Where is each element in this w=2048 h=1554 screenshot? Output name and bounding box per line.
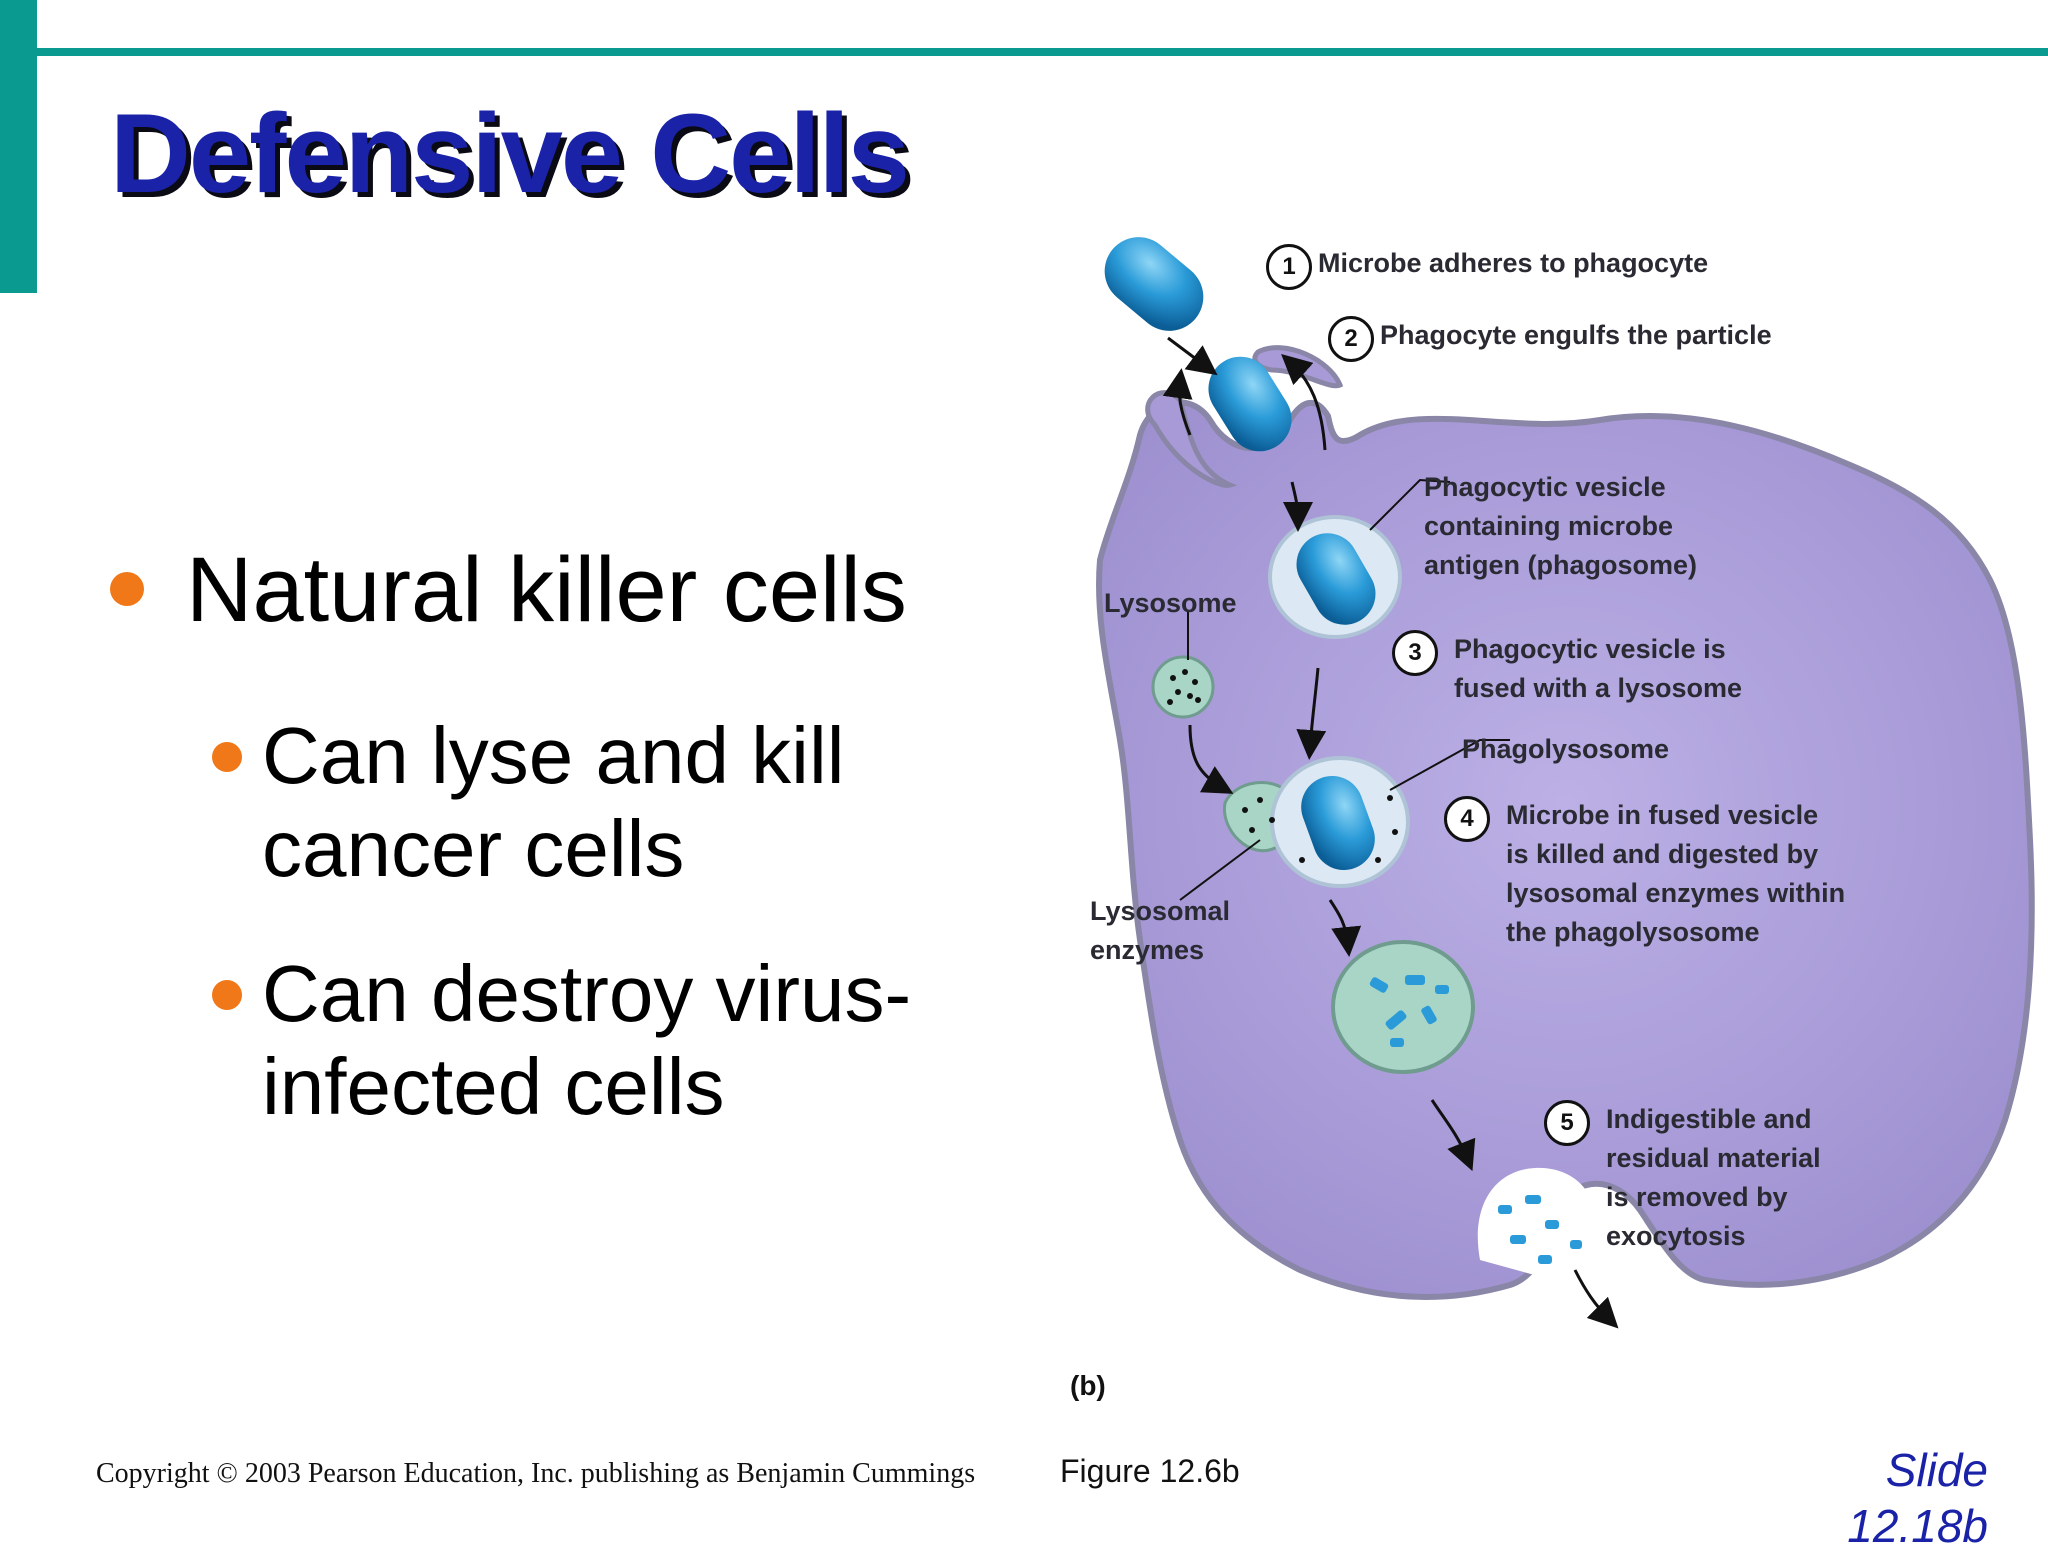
copyright: Copyright © 2003 Pearson Education, Inc.… bbox=[96, 1458, 976, 1489]
exocytosis-vesicle bbox=[1477, 1167, 1596, 1282]
arrow-1-2 bbox=[1167, 336, 1218, 376]
step-number-5: 5 bbox=[1544, 1100, 1590, 1146]
phagosome-label: Phagocytic vesicle containing microbe an… bbox=[1424, 472, 1698, 580]
bullet-dot-icon bbox=[110, 572, 144, 606]
bullet-text: Natural killer cells bbox=[186, 539, 907, 641]
step-5-label: Indigestible and residual material is re… bbox=[1606, 1104, 1821, 1251]
phagocytosis-diagram bbox=[1096, 237, 2035, 1329]
arrow-4-5 bbox=[1328, 899, 1362, 957]
lysosome bbox=[1151, 655, 1215, 719]
step-1-label: Microbe adheres to phagocyte bbox=[1318, 248, 1709, 278]
phagolysosome-label: Phagolysosome bbox=[1462, 734, 1670, 764]
bullet-text: Can lyse and kill cancer cells bbox=[262, 711, 845, 893]
arrow-lyso bbox=[1188, 724, 1234, 794]
step-4-label: Microbe in fused vesicle is killed and d… bbox=[1506, 800, 1846, 947]
slide-number: Slide 12.18b bbox=[1847, 1444, 1988, 1553]
microbe-phagolysosome bbox=[1301, 776, 1375, 870]
microbe-2 bbox=[1208, 356, 1292, 452]
accent-line-top bbox=[37, 48, 2048, 56]
arrow-exit bbox=[1573, 1269, 1619, 1329]
arrow-2-3 bbox=[1282, 481, 1313, 532]
step-number-1: 1 bbox=[1266, 244, 1312, 290]
microbe-phagosome bbox=[1296, 533, 1376, 625]
figure-reference: Figure 12.6b bbox=[1060, 1453, 1240, 1489]
pseudopod-left bbox=[1145, 390, 1238, 488]
lysosomal-enzymes-label: Lysosomal enzymes bbox=[1090, 896, 1231, 965]
arrow-pseudo-r bbox=[1281, 353, 1327, 451]
bullet-dot-icon bbox=[212, 980, 242, 1010]
step-2-label: Phagocyte engulfs the particle bbox=[1380, 320, 1772, 350]
bullet-list: Natural killer cells Can lyse and kill c… bbox=[0, 0, 1040, 1200]
arrow-3-4 bbox=[1296, 667, 1327, 760]
accent-bar-left bbox=[0, 0, 37, 293]
bullet-text: Can destroy virus-infected cells bbox=[262, 949, 912, 1131]
step-number-3: 3 bbox=[1392, 630, 1438, 676]
step-3-label: Phagocytic vesicle is fused with a lysos… bbox=[1454, 634, 1743, 703]
digestion-vesicle bbox=[1331, 940, 1475, 1074]
microbe-1 bbox=[1104, 237, 1204, 331]
arrow-5-6 bbox=[1430, 1099, 1476, 1172]
slide-title: Defensive Cells bbox=[110, 91, 910, 216]
lysosome-label: Lysosome bbox=[1104, 588, 1237, 618]
step-number-4: 4 bbox=[1444, 796, 1490, 842]
arrow-pseudo-l bbox=[1162, 368, 1193, 436]
phagocytosis-figure: 1 Microbe adheres to phagocyte 2 Phagocy… bbox=[1040, 220, 2048, 1440]
step-number-2: 2 bbox=[1328, 316, 1374, 362]
bullet-dot-icon bbox=[212, 742, 242, 772]
panel-label: (b) bbox=[1070, 1370, 1106, 1401]
